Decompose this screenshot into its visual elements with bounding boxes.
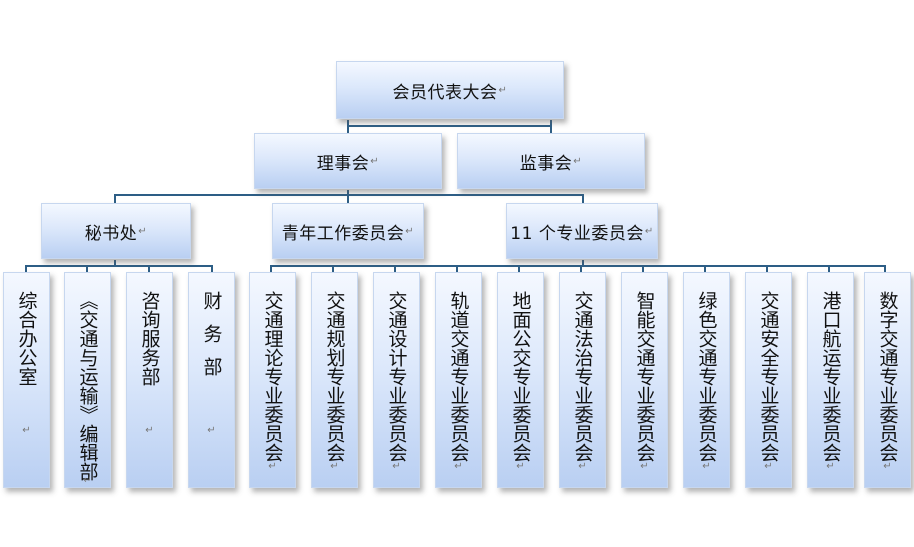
paragraph-mark-icon: ↵ (145, 425, 154, 436)
paragraph-mark-icon: ↵ (578, 461, 587, 472)
paragraph-mark-icon: ↵ (498, 84, 508, 96)
committee-label: 交通设计专业委员会 (385, 291, 408, 462)
professional-committees-box: 11 个专业委员会↵ (506, 203, 658, 259)
committee-label: 交通理论专业委员会 (261, 291, 284, 462)
committee-law: 交通法治专业委员会 ↵ (559, 272, 606, 488)
paragraph-mark-icon: ↵ (268, 461, 277, 472)
committee-intelligent: 智能交通专业委员会 ↵ (621, 272, 668, 488)
paragraph-mark-icon: ↵ (640, 461, 649, 472)
committee-label: 交通安全专业委员会 (757, 291, 780, 462)
unit-editorial-dept: 《交通与运输》编辑部 ↵ (64, 272, 111, 488)
paragraph-mark-icon: ↵ (454, 461, 463, 472)
committee-digital: 数字交通专业委员会 ↵ (864, 272, 911, 488)
unit-label: 财务部 (200, 291, 223, 390)
unit-general-office: 综合办公室 ↵ (3, 272, 50, 488)
secretariat-box: 秘书处↵ (41, 203, 191, 259)
committee-planning: 交通规划专业委员会 ↵ (311, 272, 358, 488)
unit-label: 《交通与运输》编辑部 (76, 291, 99, 481)
committee-design: 交通设计专业委员会 ↵ (373, 272, 420, 488)
connector-secretariat-to-units (25, 260, 213, 272)
unit-consulting-dept: 咨询服务部 ↵ (126, 272, 173, 488)
unit-label: 综合办公室 (15, 291, 38, 386)
council-label: 理事会 (316, 153, 370, 174)
paragraph-mark-icon: ↵ (826, 461, 835, 472)
committee-label: 绿色交通专业委员会 (695, 291, 718, 462)
paragraph-mark-icon: ↵ (392, 461, 401, 472)
paragraph-mark-icon: ↵ (22, 425, 31, 436)
unit-finance-dept: 财务部 ↵ (188, 272, 235, 488)
committee-label: 智能交通专业委员会 (633, 291, 656, 462)
members-congress-box: 会员代表大会↵ (336, 61, 564, 119)
committee-label: 交通规划专业委员会 (323, 291, 346, 462)
paragraph-mark-icon: ↵ (207, 425, 216, 436)
supervisors-box: 监事会↵ (457, 133, 645, 189)
professional-committees-label: 11 个专业委员会 (510, 223, 644, 244)
paragraph-mark-icon: ↵ (83, 475, 92, 486)
connector-top-to-level2 (347, 120, 552, 133)
youth-committee-label: 青年工作委员会 (281, 223, 405, 244)
committee-label: 交通法治专业委员会 (571, 291, 594, 462)
committee-label: 港口航运专业委员会 (819, 291, 842, 462)
paragraph-mark-icon: ↵ (573, 155, 583, 167)
committee-theory: 交通理论专业委员会 ↵ (249, 272, 296, 488)
committee-label: 数字交通专业委员会 (876, 291, 899, 462)
paragraph-mark-icon: ↵ (330, 461, 339, 472)
paragraph-mark-icon: ↵ (702, 461, 711, 472)
paragraph-mark-icon: ↵ (405, 225, 415, 237)
paragraph-mark-icon: ↵ (883, 461, 892, 472)
unit-label: 咨询服务部 (138, 291, 161, 386)
youth-committee-box: 青年工作委员会↵ (272, 203, 424, 259)
paragraph-mark-icon: ↵ (644, 225, 654, 237)
paragraph-mark-icon: ↵ (370, 155, 380, 167)
paragraph-mark-icon: ↵ (516, 461, 525, 472)
committee-label: 轨道交通专业委员会 (447, 291, 470, 462)
council-box: 理事会↵ (254, 133, 442, 189)
committee-rail-transit: 轨道交通专业委员会 ↵ (435, 272, 482, 488)
members-congress-label: 会员代表大会 (392, 82, 498, 103)
connector-council-to-level3 (114, 190, 584, 203)
committee-label: 地面公交专业委员会 (509, 291, 532, 462)
paragraph-mark-icon: ↵ (764, 461, 773, 472)
paragraph-mark-icon: ↵ (138, 225, 148, 237)
committee-port-shipping: 港口航运专业委员会 ↵ (807, 272, 854, 488)
secretariat-label: 秘书处 (84, 223, 138, 244)
connector-committees-to-list (270, 260, 886, 272)
committee-surface-transit: 地面公交专业委员会 ↵ (497, 272, 544, 488)
committee-green: 绿色交通专业委员会 ↵ (683, 272, 730, 488)
supervisors-label: 监事会 (519, 153, 573, 174)
committee-safety: 交通安全专业委员会 ↵ (745, 272, 792, 488)
